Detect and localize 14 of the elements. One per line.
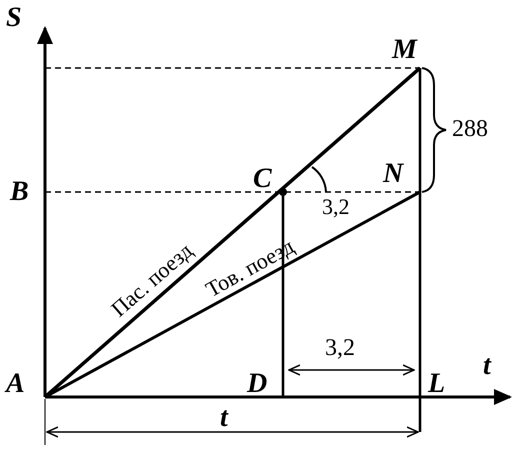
dimension-text: 3,2 <box>325 336 355 360</box>
axis-label: t <box>483 352 491 380</box>
angle-label: 3,2 <box>322 196 350 218</box>
axis-label: S <box>6 4 22 32</box>
point-label: A <box>6 370 25 398</box>
point-label: L <box>428 370 446 398</box>
dimension-text: 288 <box>452 117 488 141</box>
dimension-text: t <box>220 404 228 432</box>
point-label: C <box>253 165 272 193</box>
point-label: D <box>247 370 268 398</box>
point-label: B <box>10 178 29 206</box>
point-label: M <box>392 36 417 64</box>
line-label: Тов. поезд <box>202 234 298 302</box>
point-label: N <box>383 160 404 188</box>
